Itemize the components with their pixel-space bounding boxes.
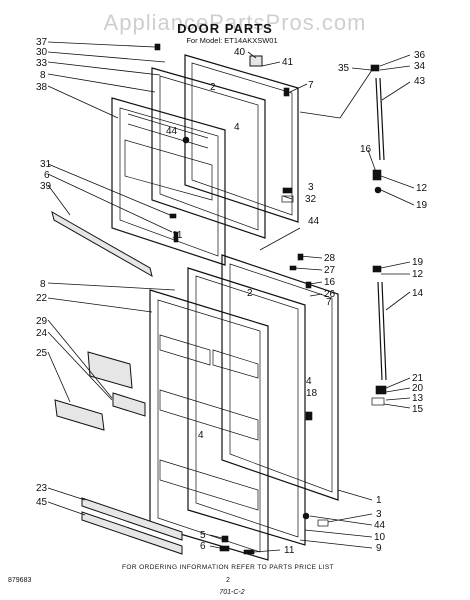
hinge-pin-5 <box>221 535 229 543</box>
callout-15: 15 <box>412 404 424 415</box>
screw-11-lower <box>243 549 255 555</box>
lower-hinge-bar <box>371 265 387 406</box>
callout-30: 30 <box>36 47 48 58</box>
callout-43: 43 <box>414 76 426 87</box>
callout-4-mid: 4 <box>306 376 312 387</box>
callout-37: 37 <box>36 37 48 48</box>
screw-28 <box>297 253 304 261</box>
diagram-subtitle: For Model: ET14AKXSW01 <box>186 36 277 45</box>
screw-16 <box>305 281 312 289</box>
callout-27: 27 <box>324 265 336 276</box>
callout-3-upper: 3 <box>308 182 314 193</box>
callout-44-upper: 44 <box>166 126 178 137</box>
freezer-door-gasket <box>151 67 266 239</box>
callout-32: 32 <box>305 194 317 205</box>
callout-labels: 37 30 33 8 38 31 6 39 8 22 29 24 25 23 4… <box>36 37 428 556</box>
dairy-door-29 <box>87 351 133 389</box>
screw-37 <box>154 43 161 51</box>
watermark: AppliancePartsPros.com <box>104 10 367 35</box>
door-shelf-23 <box>81 497 183 541</box>
callout-24: 24 <box>36 328 48 339</box>
callout-40: 40 <box>234 47 246 58</box>
hinge-part-4 <box>305 411 313 421</box>
callout-9: 9 <box>376 543 382 554</box>
callout-34: 34 <box>414 61 426 72</box>
callout-11-lower: 11 <box>284 545 295 556</box>
fresh-food-door-liner <box>149 289 269 561</box>
hinge-bushing <box>282 187 293 194</box>
callout-38: 38 <box>36 82 48 93</box>
screw-44 <box>182 136 190 144</box>
freezer-door-liner <box>111 97 226 266</box>
callout-44-lower: 44 <box>374 520 386 531</box>
hinge-shim <box>281 195 294 203</box>
callout-25: 25 <box>36 348 48 359</box>
fresh-food-door-gasket <box>187 267 306 546</box>
callout-16-lower: 16 <box>324 277 336 288</box>
callout-26: 26 <box>324 289 336 300</box>
callout-19-upper: 19 <box>416 200 428 211</box>
leader-lines <box>47 41 415 553</box>
callout-28: 28 <box>324 253 336 264</box>
callout-8-upper: 8 <box>40 70 46 81</box>
callout-14: 14 <box>412 288 424 299</box>
callout-4-lower: 4 <box>198 430 204 441</box>
callout-18: 18 <box>306 388 318 399</box>
callout-11-upper: 11 <box>172 230 183 241</box>
bushing-44 <box>302 512 310 520</box>
callout-44-mid: 44 <box>308 216 320 227</box>
handwritten-code: 701-C-2 <box>219 589 244 596</box>
screw-7 <box>283 87 290 97</box>
part-code: 879683 <box>8 577 31 584</box>
callout-39: 39 <box>40 181 52 192</box>
page-number: 2 <box>226 577 230 584</box>
callout-7-lower: 7 <box>326 297 332 308</box>
callout-23: 23 <box>36 483 48 494</box>
callout-8-lower: 8 <box>40 279 46 290</box>
callout-16-upper: 16 <box>360 144 372 155</box>
callout-29: 29 <box>36 316 48 327</box>
callout-5: 5 <box>200 530 206 541</box>
callout-12-upper: 12 <box>416 183 428 194</box>
bracket-6 <box>169 213 177 219</box>
callout-21: 21 <box>412 373 424 384</box>
washer-6 <box>219 545 230 552</box>
callout-6-upper: 6 <box>44 170 50 181</box>
callout-22: 22 <box>36 293 48 304</box>
callout-12-lower: 12 <box>412 269 424 280</box>
callout-10: 10 <box>374 532 386 543</box>
callout-36: 36 <box>414 50 426 61</box>
washer-3 <box>317 519 329 527</box>
plug-40 <box>249 55 263 67</box>
fresh-food-door-outer-panel <box>221 254 339 501</box>
callout-4-upper: 4 <box>234 122 240 133</box>
callout-20: 20 <box>412 383 424 394</box>
callout-7-upper: 7 <box>308 80 314 91</box>
upper-hinge-bar <box>370 64 385 194</box>
diagram-title: DOOR PARTS <box>177 21 273 36</box>
door-shelf-45 <box>81 511 183 555</box>
trim-strip-39 <box>51 210 153 278</box>
callout-33: 33 <box>36 58 48 69</box>
callout-3-lower: 3 <box>376 509 382 520</box>
callout-1: 1 <box>376 495 382 506</box>
callout-35: 35 <box>338 63 350 74</box>
callout-6-lower: 6 <box>200 541 206 552</box>
callout-13: 13 <box>412 393 424 404</box>
tray-24 <box>112 392 146 417</box>
door-shelf-25 <box>54 399 105 431</box>
callout-41: 41 <box>282 57 294 68</box>
ordering-note: FOR ORDERING INFORMATION REFER TO PARTS … <box>122 564 334 571</box>
callout-2-upper: 2 <box>210 82 216 93</box>
callout-2-lower: 2 <box>247 288 253 299</box>
screw-11-upper <box>173 231 179 243</box>
callout-19-lower: 19 <box>412 257 424 268</box>
callout-31: 31 <box>40 159 52 170</box>
callout-45: 45 <box>36 497 48 508</box>
